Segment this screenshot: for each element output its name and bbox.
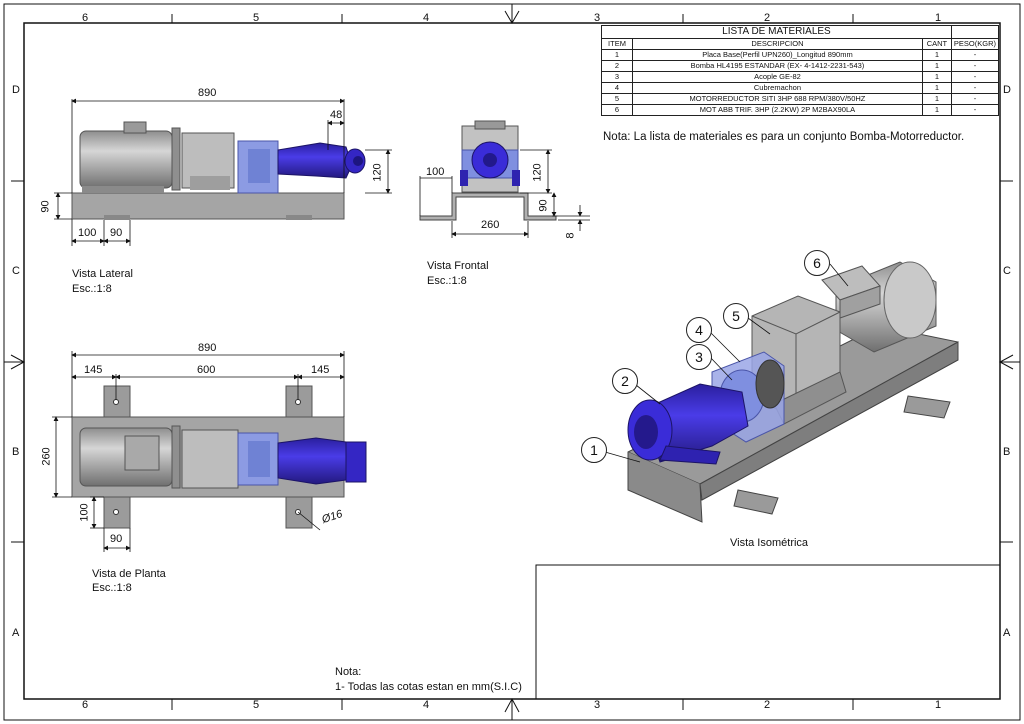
bom-header: PESO(KGR): [950, 38, 1000, 50]
dim-label: 120: [371, 163, 384, 182]
bom-note: Nota: La lista de materiales es para un …: [603, 131, 965, 143]
zone-row-label: C: [12, 265, 20, 277]
bom-header: CANT: [921, 38, 952, 50]
plan-view: [52, 351, 367, 552]
bom-cell: Placa Base(Perfil UPN260)_Longitud 890mm: [632, 49, 923, 61]
isometric-view: [604, 261, 959, 523]
view-title: Vista Lateral: [72, 268, 133, 280]
zone-row-label: B: [1003, 446, 1011, 458]
bom-header: ITEM: [601, 38, 633, 50]
dim-label: 890: [198, 87, 217, 99]
centering-marks: [4, 4, 1020, 720]
bom-cell: -: [950, 104, 1000, 116]
frontal-view: [419, 120, 590, 238]
bom-cell: 4: [601, 82, 633, 94]
bom-cell: 1: [921, 82, 952, 94]
dim-label: 600: [197, 364, 216, 376]
dim-label: 890: [198, 342, 217, 354]
dim-label: 145: [311, 364, 330, 376]
dim-label: 100: [78, 227, 97, 239]
zone-col-label: 3: [594, 12, 601, 24]
zone-col-label: 6: [82, 12, 89, 24]
zone-col-label: 6: [82, 699, 89, 711]
callout-balloon: 4: [686, 317, 712, 343]
dim-label: 90: [110, 227, 123, 239]
bom-cell: 1: [921, 71, 952, 83]
bom-cell: -: [950, 60, 1000, 72]
dim-label: 90: [537, 199, 550, 212]
zone-col-label: 4: [423, 699, 430, 711]
zone-col-label: 1: [935, 699, 942, 711]
zone-ticks: [11, 14, 1013, 710]
dim-label: 260: [481, 219, 500, 231]
bill-of-materials-table: LISTA DE MATERIALES ITEM DESCRIPCION CAN…: [601, 25, 1000, 116]
view-scale: Esc.:1:8: [72, 283, 112, 295]
bom-cell: Bomba HL4195 ESTANDAR (EX- 4-1412-2231-5…: [632, 60, 923, 72]
general-note-line: 1- Todas las cotas estan en mm(S.I.C): [335, 681, 522, 693]
view-scale: Esc.:1:8: [427, 275, 467, 287]
zone-col-label: 5: [253, 699, 260, 711]
bom-cell: 1: [921, 49, 952, 61]
zone-col-label: 5: [253, 12, 260, 24]
view-title: Vista Isométrica: [730, 537, 809, 549]
bom-cell: -: [950, 93, 1000, 105]
callout-balloon: 5: [723, 303, 749, 329]
dim-label: 100: [78, 503, 91, 522]
lateral-view: [54, 98, 392, 246]
bom-cell: Cubremachon: [632, 82, 923, 94]
zone-col-label: 2: [764, 699, 771, 711]
zone-row-label: D: [12, 84, 20, 96]
bom-cell: 1: [921, 60, 952, 72]
bom-cell: 5: [601, 93, 633, 105]
view-title: Vista Frontal: [427, 260, 489, 272]
zone-row-label: A: [1003, 627, 1011, 639]
general-note-title: Nota:: [335, 666, 362, 678]
callout-balloon: 3: [686, 344, 712, 370]
callout-balloon: 2: [612, 368, 638, 394]
zone-col-label: 2: [764, 12, 771, 24]
dim-label: 100: [426, 166, 445, 178]
zone-col-label: 3: [594, 699, 601, 711]
dim-label: 48: [330, 109, 343, 121]
callout-balloon: 1: [581, 437, 607, 463]
dim-label: 8: [564, 232, 577, 239]
bom-cell: 6: [601, 104, 633, 116]
zone-row-label: D: [1003, 84, 1011, 96]
bom-cell: 2: [601, 60, 633, 72]
bom-cell: -: [950, 71, 1000, 83]
bom-header: DESCRIPCION: [632, 38, 923, 50]
bom-cell: Acople GE-82: [632, 71, 923, 83]
bom-cell: MOTORREDUCTOR SITI 3HP 688 RPM/380V/50HZ: [632, 93, 923, 105]
dim-label: 90: [110, 533, 123, 545]
zone-row-label: C: [1003, 265, 1011, 277]
view-title: Vista de Planta: [92, 568, 166, 580]
callout-balloon: 6: [804, 250, 830, 276]
bom-cell: 1: [921, 104, 952, 116]
zone-col-label: 1: [935, 12, 942, 24]
zone-row-label: A: [12, 627, 20, 639]
bom-cell: MOT ABB TRIF. 3HP (2.2KW) 2P M2BAX90LA: [632, 104, 923, 116]
bom-cell: -: [950, 82, 1000, 94]
dim-label: 120: [531, 163, 544, 182]
title-block: [535, 564, 1001, 700]
zone-row-label: B: [12, 446, 20, 458]
bom-cell: 3: [601, 71, 633, 83]
bom-cell: 1: [601, 49, 633, 61]
bom-header-row: ITEM DESCRIPCION CANT PESO(KGR): [601, 38, 1000, 50]
bom-cell: -: [950, 49, 1000, 61]
dim-label: 145: [84, 364, 103, 376]
dim-label: 90: [39, 200, 52, 213]
bom-cell: 1: [921, 93, 952, 105]
view-scale: Esc.:1:8: [92, 582, 132, 594]
dim-label: 260: [40, 447, 53, 466]
zone-col-label: 4: [423, 12, 430, 24]
bom-title: LISTA DE MATERIALES: [601, 25, 952, 39]
